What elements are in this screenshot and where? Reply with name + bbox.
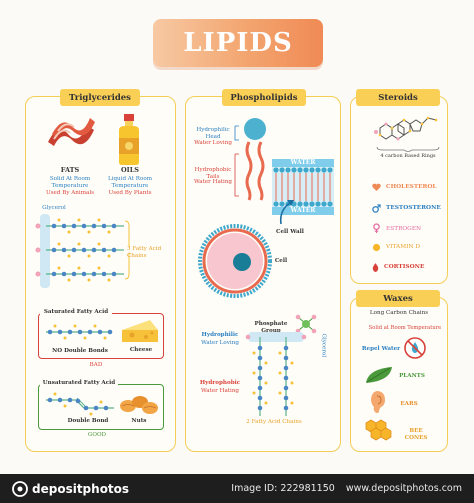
hydrophobic-label: Hydrophobic xyxy=(199,380,241,386)
brace-icon xyxy=(124,220,130,280)
cell-diagram xyxy=(198,224,272,298)
footer-image-id: Image ID: 222981150 www.depositphotos.co… xyxy=(231,483,462,494)
saturated-chain-diagram xyxy=(46,324,113,340)
water-bottom-label: WATER xyxy=(290,207,316,214)
unsaturated-verdict: GOOD xyxy=(87,432,107,438)
heart-icon xyxy=(372,183,381,191)
estrogen-label: ESTROGEN xyxy=(386,225,422,232)
bee-cones-label: BEE CONES xyxy=(404,428,428,441)
glycerol-label: Glycerol xyxy=(42,205,66,211)
nuts-icon xyxy=(120,396,158,414)
sun-icon xyxy=(372,243,381,251)
page-title: LIPIDS xyxy=(183,28,293,58)
steroids-panel xyxy=(350,96,448,284)
honeycomb-icon xyxy=(365,419,392,441)
steroids-heading: Steroids xyxy=(356,89,440,106)
plants-label: PLANTS xyxy=(399,373,425,379)
long-carbon-chains-label: Long Carbon Chains xyxy=(369,310,429,316)
triglycerides-heading: Triglycerides xyxy=(60,89,140,106)
oils-label: OILS xyxy=(121,166,139,174)
oil-bottle-icon xyxy=(119,114,139,165)
nuts-label: Nuts xyxy=(131,418,147,424)
unsaturated-note: Double Bond xyxy=(67,418,109,424)
footer-brand: depositphotos xyxy=(12,480,130,497)
brand-name: depositphotos xyxy=(32,481,130,496)
depositphotos-logo-icon xyxy=(12,480,28,497)
saturated-note: NO Double Bonds xyxy=(52,348,108,354)
rings-label: 4 carbon Based Rings xyxy=(380,153,436,159)
waxes-heading: Waxes xyxy=(356,290,440,307)
fatty-acid-chains-label: 3 Fatty Acid Chains xyxy=(127,246,162,259)
cortisone-label: CORTISONE xyxy=(384,264,425,270)
oils-desc: Liquid At Room Temperature xyxy=(107,176,153,189)
ears-label: EARS xyxy=(400,401,418,407)
image-id-value: 222981150 xyxy=(280,483,335,494)
leaf-icon xyxy=(366,367,392,383)
testosterone-label: TESTOSTERONE xyxy=(386,205,441,211)
steroid-item-estrogen: ESTROGEN xyxy=(372,223,442,234)
hydrophilic-head-desc: Water Loving xyxy=(194,140,232,146)
steroid-rings-diagram xyxy=(374,116,438,141)
hydrophobic-desc: Water Hating xyxy=(200,388,240,394)
hydrophilic-desc: Water Loving xyxy=(201,340,239,346)
fats-source: Used By Animals xyxy=(45,190,95,196)
site-url: www.depositphotos.com xyxy=(345,483,462,494)
hydrophobic-tails-desc: Water Hating xyxy=(193,179,233,185)
hydrophilic-head-label: Hydrophilic Head xyxy=(196,127,230,140)
saturated-verdict: BAD xyxy=(89,362,103,368)
steroid-item-cortisone: CORTISONE xyxy=(372,262,442,272)
triglyceride-molecule-diagram xyxy=(35,214,124,288)
steroid-item-testosterone: TESTOSTERONE xyxy=(372,203,446,213)
arrow-icon xyxy=(279,200,294,225)
fats-label: FATS xyxy=(60,166,80,174)
cell-wall-label: Cell Wall xyxy=(276,229,304,235)
water-top-band xyxy=(272,159,334,167)
lipid-bilayer-diagram xyxy=(272,167,334,207)
fats-desc: Solid At Room Temperature xyxy=(49,176,91,189)
two-fatty-acid-chains-label: 2 Fatty Acid Chains xyxy=(246,419,302,425)
oils-source: Used By Plants xyxy=(108,190,152,196)
steroid-item-vitamin-d: VITAMIN D xyxy=(372,242,442,252)
vitamin-d-label: VITAMIN D xyxy=(386,244,420,250)
cell-label: Cell xyxy=(274,258,288,264)
hydrophilic-label: Hydrophilic xyxy=(201,332,239,338)
phospholipid-molecule-icon xyxy=(234,118,266,201)
water-bottom-band xyxy=(272,207,334,215)
female-symbol-icon xyxy=(373,223,380,233)
ear-icon xyxy=(371,391,385,413)
water-top-label: WATER xyxy=(290,159,316,166)
steroid-item-cholesterol: CHOLESTEROL xyxy=(372,182,442,192)
title-banner: LIPIDS xyxy=(153,19,323,67)
cholesterol-label: CHOLESTEROL xyxy=(386,184,437,190)
solid-room-temp-label: Solid at Room Temperature xyxy=(368,325,442,331)
waxes-panel xyxy=(350,297,448,452)
bacon-icon xyxy=(48,118,95,146)
phospholipid-structure-diagram xyxy=(245,332,307,416)
watermark-footer: depositphotos Image ID: 222981150 www.de… xyxy=(0,474,474,503)
no-water-icon xyxy=(404,337,426,359)
male-symbol-icon xyxy=(372,203,381,213)
saturated-heading: Saturated Fatty Acid xyxy=(40,309,112,316)
unsaturated-heading: Unsaturated Fatty Acid xyxy=(40,380,118,387)
image-id-label: Image ID: xyxy=(231,483,278,494)
glycerol-vertical-label: Glycerol xyxy=(320,333,327,358)
cheese-icon xyxy=(122,320,158,342)
drop-icon xyxy=(372,262,379,272)
repel-water-label: Repel Water xyxy=(361,346,401,352)
phospholipids-heading: Phospholipids xyxy=(222,89,306,106)
brace-steroid-icon xyxy=(376,146,440,152)
unsaturated-chain-diagram xyxy=(46,392,114,416)
cheese-label: Cheese xyxy=(129,347,153,353)
hydrophobic-tails-label: Hydrophobic Tails xyxy=(194,167,232,180)
phosphate-group-label: Phosphate Group xyxy=(254,321,288,334)
